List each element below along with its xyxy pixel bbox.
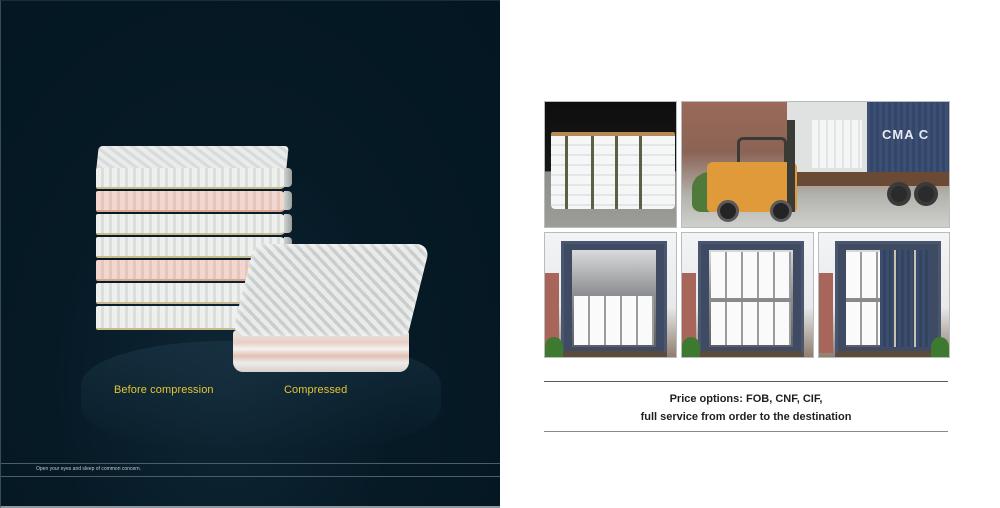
mattress-layer: [96, 191, 292, 212]
pack-top-surface: [231, 244, 431, 336]
container-door-closing-photo: [818, 232, 950, 358]
tagline: Open your eyes and sleep of common conce…: [36, 466, 142, 472]
forklift-loading-photo: CMA C: [681, 101, 950, 228]
shipping-container: [867, 102, 949, 174]
container-bottom-tier-photo: [544, 232, 677, 358]
price-options-text: Price options: FOB, CNF, CIF,: [669, 393, 823, 405]
container-door: [880, 250, 930, 347]
before-compression-caption: Before compression: [114, 384, 214, 396]
container-frame: [835, 241, 941, 357]
footer-divider-top: [1, 463, 500, 464]
service-description-text: full service from order to the destinati…: [640, 411, 852, 423]
container-frame: [698, 241, 804, 357]
container-logo-text: CMA C: [882, 127, 930, 142]
uncompressed-mattress-stack-image: [96, 146, 292, 351]
price-divider-top: [544, 381, 948, 382]
compressed-caption: Compressed: [284, 384, 348, 396]
container-frame: [561, 241, 667, 357]
container-two-tier-photo: [681, 232, 814, 358]
compression-showcase-panel: Before compression Compressed Open your …: [0, 0, 500, 508]
compressed-mattress-pack-image: [231, 244, 431, 376]
mattress-layer: [96, 214, 292, 235]
price-divider-bottom: [544, 431, 948, 432]
footer-divider-bottom: [1, 476, 500, 477]
shipping-panel: CMA C: [500, 0, 1000, 508]
pack-edge: [233, 330, 409, 372]
bale: [551, 132, 675, 209]
mattress-layer: [96, 168, 292, 189]
baled-pallet-photo: [544, 101, 677, 228]
